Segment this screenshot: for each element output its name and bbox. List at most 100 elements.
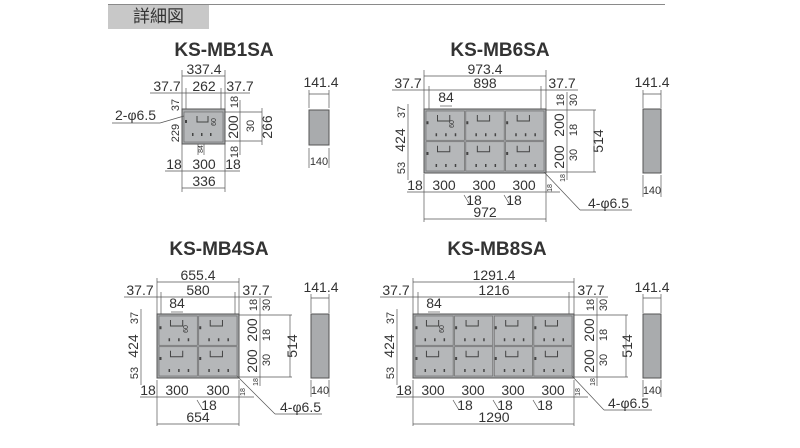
dim-margin-left: 37.7 [382, 282, 409, 298]
dim-bottom-right: 18 [575, 388, 582, 396]
side-depth-top: 141.4 [303, 74, 338, 90]
vent-mark [513, 338, 515, 342]
dim-door-gap: 18 [201, 397, 217, 413]
dim-right-bottom: 18 [560, 174, 567, 182]
dim-margin-left: 37.7 [153, 78, 180, 94]
vent-mark [503, 369, 506, 372]
dim-door-height-2: 200 [551, 145, 567, 169]
dim-slot-height: 60 [449, 120, 456, 128]
model-title: KS-MB8SA [447, 239, 547, 260]
dim-bottom-left: 18 [407, 177, 423, 193]
dim-right-top-gap: 30 [261, 299, 273, 311]
dim-door-gap: 18 [457, 397, 473, 413]
door-hinge [455, 356, 458, 360]
vent-mark [227, 338, 229, 342]
vent-mark [208, 338, 210, 342]
vent-mark [208, 369, 210, 372]
vent-mark [562, 338, 564, 342]
dim-door-width: 300 [165, 382, 189, 398]
dim-margin-left: 37.7 [126, 282, 153, 298]
dim-overall-width: 973.4 [467, 61, 502, 77]
mail-slot [425, 320, 440, 327]
dim-left-bottom: 53 [129, 367, 141, 379]
door-hinge [426, 121, 429, 125]
dim-inner-width: 580 [186, 282, 210, 298]
dim-bottom-total: 972 [473, 204, 497, 220]
dim-slot-width: 84 [169, 295, 185, 311]
vent-mark [475, 133, 477, 137]
dim-left-mid: 424 [381, 334, 397, 358]
section-tab: 詳細図 [108, 5, 209, 29]
dim-slot-height: 60 [439, 325, 446, 333]
dim-door-width: 300 [541, 382, 565, 398]
side-view [642, 313, 662, 379]
door-hinge [199, 326, 202, 330]
door-hinge [494, 356, 497, 360]
hole-label: 4-φ6.5 [608, 395, 649, 411]
vent-mark [485, 133, 487, 137]
vent-mark [552, 338, 555, 342]
door-hinge [506, 151, 509, 155]
dim-door-height-2: 200 [244, 349, 260, 373]
vent-mark [524, 164, 527, 167]
vent-mark [454, 164, 457, 167]
side-view [642, 108, 662, 174]
dim-margin-right: 37.7 [548, 75, 575, 91]
dim-right-mid: 18 [261, 329, 273, 341]
dim-right-mid-gap: 30 [568, 149, 580, 161]
dim-left-mid: 424 [125, 334, 141, 358]
vent-mark [217, 369, 220, 372]
dim-total-height: 514 [619, 334, 635, 358]
dim-margin-left: 37.7 [394, 75, 421, 91]
vent-mark [534, 133, 536, 137]
vent-mark [473, 369, 476, 372]
dim-right-mid-gap: 30 [261, 354, 273, 366]
dim-right-bottom: 18 [253, 378, 260, 386]
door-hinge [159, 326, 162, 330]
dim-left-height: 229 [170, 124, 182, 142]
dim-right-mid-gap: 30 [598, 354, 610, 366]
dim-right-gap: 30 [245, 120, 257, 132]
dim-door-height: 200 [225, 115, 241, 139]
vent-mark [552, 369, 555, 372]
mail-slot [437, 115, 451, 122]
vent-mark [168, 369, 171, 372]
dim-door-height-2: 200 [581, 349, 597, 373]
model-title: KS-MB4SA [169, 239, 269, 260]
mail-slot [465, 350, 479, 358]
dim-right-mid: 18 [598, 329, 610, 341]
dim-overall-width: 655.4 [180, 267, 215, 283]
vent-mark [434, 338, 436, 342]
dim-door-height-1: 200 [581, 318, 597, 342]
dim-door-gap: 18 [537, 397, 553, 413]
dim-slot-width: 84 [198, 145, 205, 153]
mail-slot [169, 320, 184, 327]
dim-bottom-total: 1290 [478, 409, 509, 425]
dim-left-bottom: 53 [385, 367, 397, 379]
vent-mark [483, 369, 485, 372]
dim-bottom-right: 18 [225, 156, 241, 172]
vent-mark [434, 369, 436, 372]
mail-slot [437, 145, 451, 153]
dim-door-gap: 18 [497, 397, 513, 413]
side-depth-bottom: 140 [643, 185, 661, 197]
mail-slot [465, 320, 479, 327]
dim-door-width: 300 [512, 177, 536, 193]
mail-slot [169, 350, 184, 358]
vent-mark [217, 338, 220, 342]
side-depth-top: 141.4 [634, 279, 669, 295]
vent-mark [443, 369, 446, 372]
vent-mark [424, 369, 427, 372]
dim-inner-width: 898 [473, 75, 497, 91]
dim-door-height-1: 200 [244, 318, 260, 342]
vent-mark [543, 369, 545, 372]
mail-slot [505, 320, 519, 327]
dim-door-width: 300 [206, 382, 230, 398]
door-hinge [494, 326, 497, 330]
vent-mark [187, 338, 190, 342]
dim-total-height: 266 [259, 115, 275, 139]
dim-door-gap: 18 [466, 192, 482, 208]
vent-mark [485, 164, 487, 167]
dim-bottom-right: 18 [547, 184, 554, 192]
dim-margin-right: 37.7 [226, 78, 253, 94]
